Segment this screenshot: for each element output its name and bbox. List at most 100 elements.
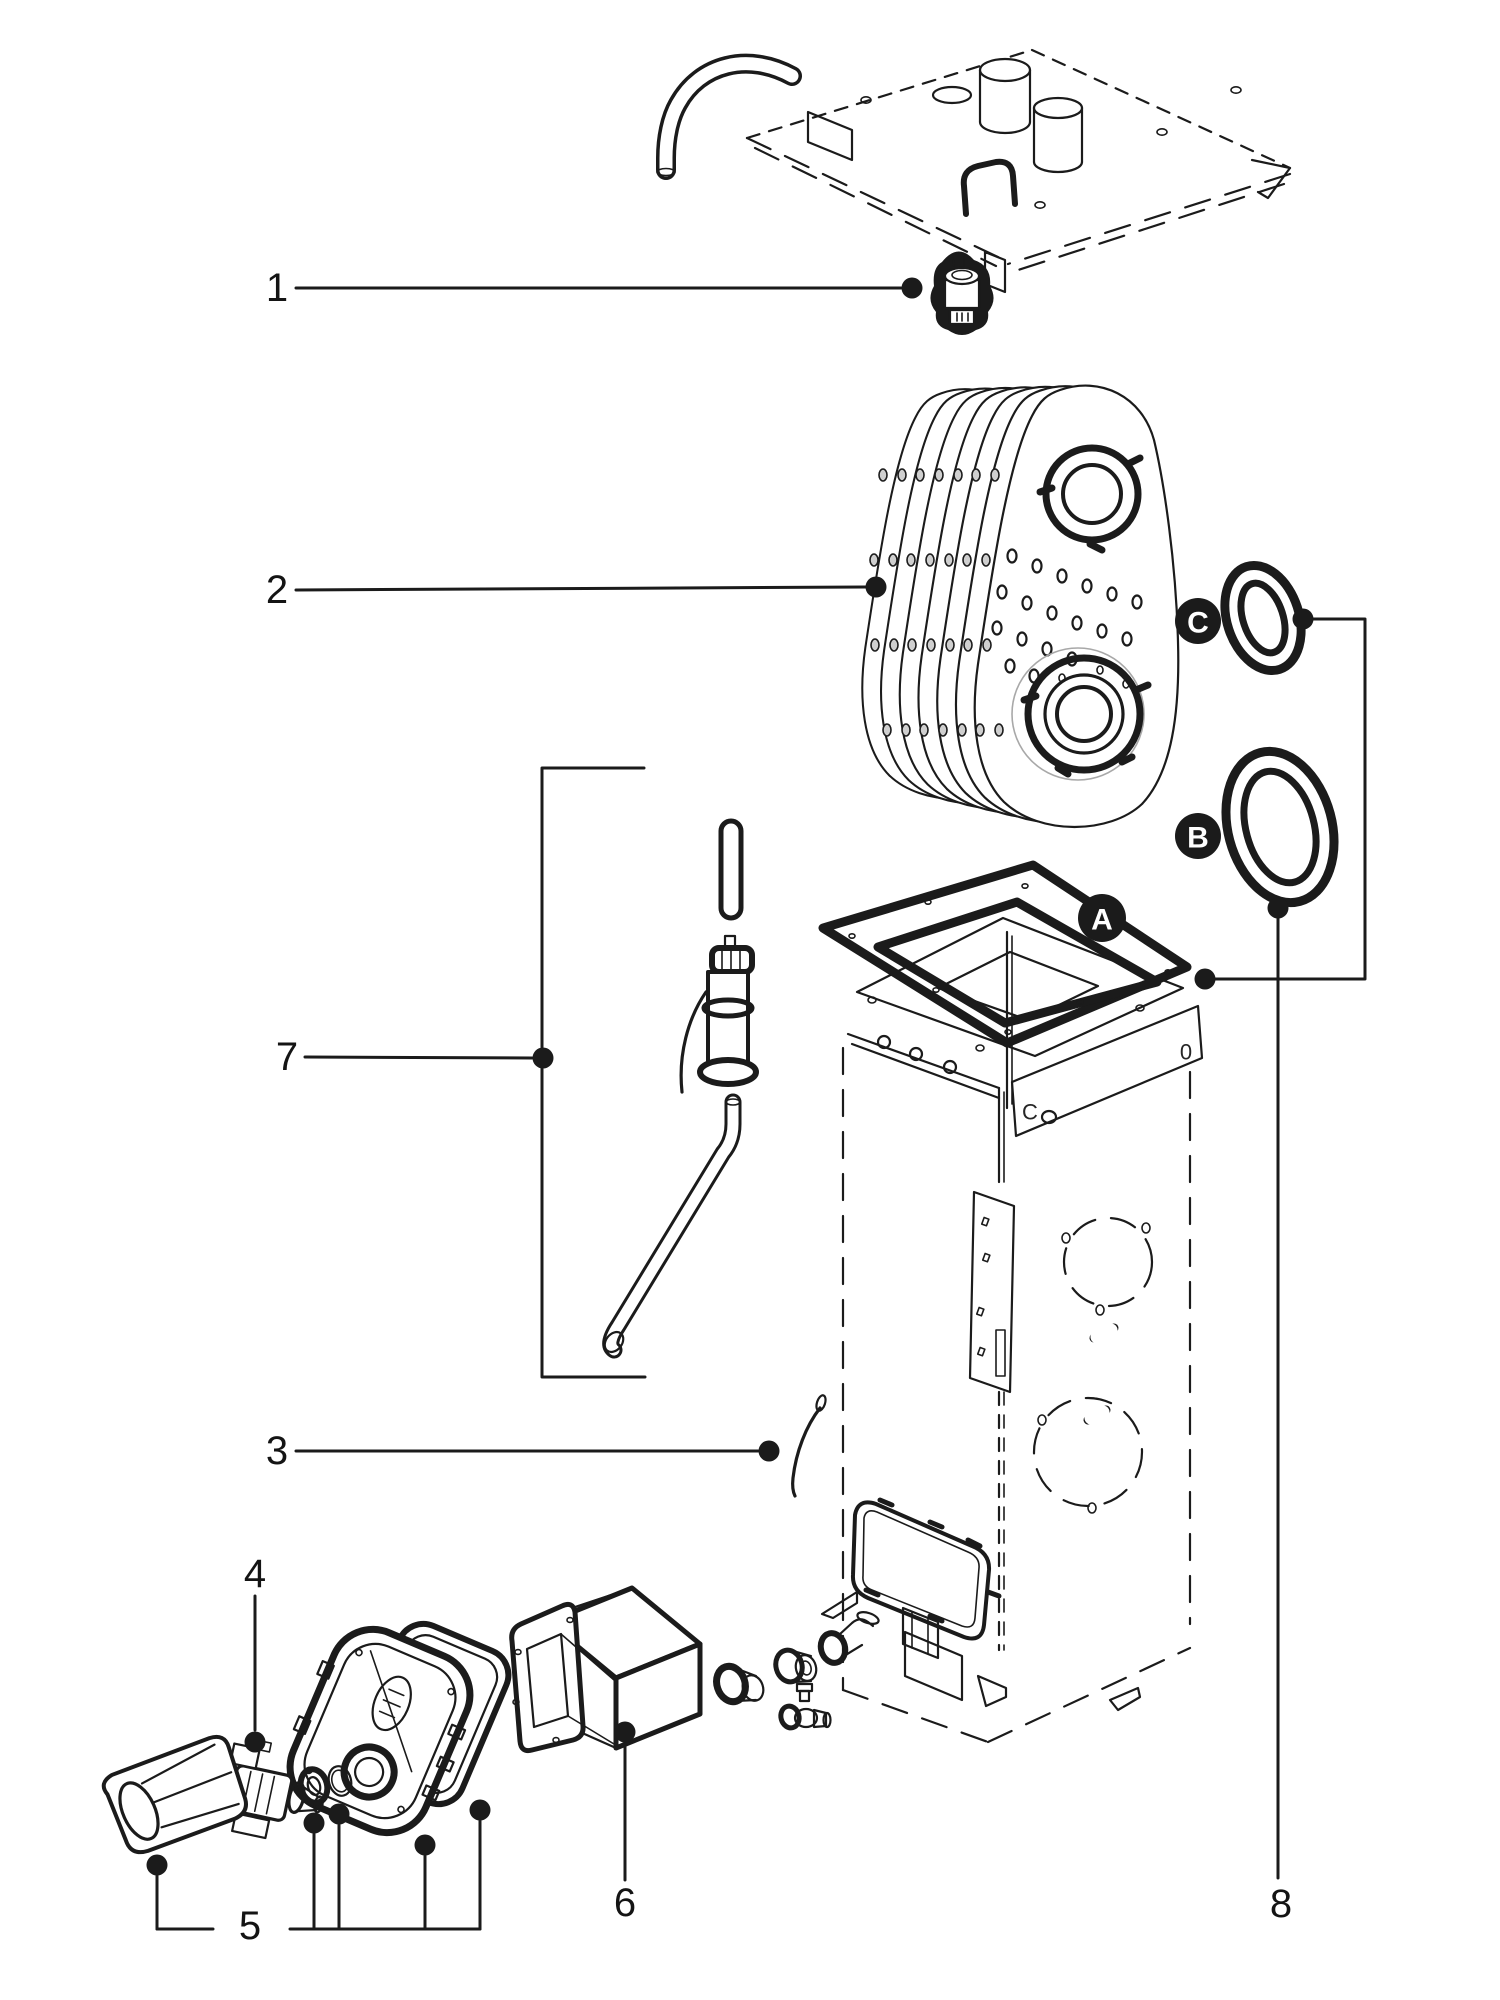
top-panel — [745, 48, 1292, 294]
frame-stud — [927, 1613, 945, 1624]
flue-elbow-pipe — [656, 53, 802, 180]
electrode-flange — [697, 1057, 759, 1087]
bent-pipe-end — [603, 1330, 625, 1354]
valve-bracket — [231, 1812, 271, 1840]
base-bracket — [820, 1590, 859, 1620]
plate-hole — [975, 1306, 985, 1317]
leader-dot — [901, 277, 923, 299]
stud-pin-hl — [1090, 1323, 1118, 1344]
base-foot — [976, 1674, 1008, 1708]
panel-edge — [1006, 172, 1292, 266]
callout-label-6: 6 — [614, 1881, 636, 1925]
leader-dot — [244, 1731, 266, 1753]
square-gasket-a — [818, 860, 1192, 1048]
flange-hole — [512, 1698, 520, 1706]
burner-frame — [850, 1500, 992, 1641]
cone-line — [151, 1771, 233, 1804]
screw — [1230, 86, 1242, 95]
valve-rib — [253, 1773, 264, 1813]
bent-pipe-inner — [605, 1096, 739, 1356]
bolt — [942, 1059, 958, 1075]
plate-hole — [976, 1346, 986, 1357]
small-ring-thin — [327, 1765, 353, 1797]
gasket-a-inner — [873, 897, 1162, 1028]
badge-b: B — [1175, 813, 1221, 859]
door-detail — [382, 1699, 401, 1708]
small-hole — [1061, 1232, 1071, 1244]
plate-hole — [980, 1216, 990, 1227]
plate-hole — [981, 1252, 991, 1263]
panel-oval-hole — [931, 85, 973, 105]
top-crossbar — [846, 1032, 1001, 1090]
callout-label-3: 3 — [266, 1429, 288, 1473]
box-interior-line — [567, 1715, 615, 1745]
pipe-stub-base — [978, 120, 1032, 135]
hx-rim-studs — [869, 468, 1004, 737]
sensor-cap-inner — [951, 269, 973, 281]
flange-hole — [566, 1616, 574, 1624]
fitting-valve — [778, 1682, 832, 1731]
hx-top-port — [1036, 444, 1144, 554]
elbow-inner — [659, 57, 799, 177]
electrode-assembly — [602, 818, 759, 1359]
box-flange — [509, 1602, 586, 1754]
leader-dot-a — [1194, 968, 1216, 990]
sensor-pin — [952, 257, 955, 269]
base-edge — [841, 1688, 990, 1744]
door-inner — [303, 1642, 457, 1820]
screw — [1156, 128, 1168, 137]
top-crossbar — [850, 1042, 1001, 1100]
flange-hole — [552, 1736, 560, 1744]
electrode-band — [701, 997, 755, 1019]
badge-c-circle — [1175, 598, 1221, 644]
valve-cap — [795, 1682, 814, 1693]
leader-dot — [532, 1047, 554, 1069]
bracket-7 — [540, 766, 647, 1379]
boiler-body: C 0 — [820, 1004, 1204, 1744]
plate-slot — [995, 1329, 1006, 1377]
bracket-mark-c: C — [1022, 1100, 1038, 1125]
pipe-fittings — [713, 1611, 880, 1731]
pipe-stub-top — [978, 57, 1032, 83]
leader-dot-c — [1292, 608, 1314, 630]
panel-edge — [1030, 48, 1292, 170]
gasket-hole — [924, 898, 932, 905]
badge-a-label: A — [1091, 904, 1113, 937]
door-tab — [435, 1755, 455, 1773]
badge-c-label: C — [1187, 607, 1209, 640]
callout-4: 4 — [244, 1552, 266, 1753]
callout-6: 6 — [614, 1721, 636, 1925]
valve-horn — [301, 1785, 321, 1799]
screw — [1034, 201, 1046, 210]
panel-handle — [960, 158, 1018, 217]
door-burner-boss — [340, 1743, 398, 1801]
callout-label-4: 4 — [244, 1552, 266, 1596]
small-hole — [1095, 1304, 1105, 1316]
oring-b — [1221, 746, 1339, 908]
valve-horn-end — [313, 1795, 324, 1814]
leader-line — [294, 585, 868, 592]
panel-corner-fold — [1250, 158, 1292, 200]
bracket-mark-0: 0 — [1180, 1040, 1192, 1065]
callout-1: 1 — [266, 266, 923, 310]
clip-wire — [791, 1394, 827, 1498]
door-hinge — [316, 1659, 335, 1680]
frame-stud — [965, 1537, 983, 1549]
box-edge — [578, 1730, 618, 1750]
leader-dot — [303, 1812, 325, 1834]
screw — [975, 1044, 985, 1052]
ring-outer — [297, 1766, 331, 1806]
callout-8: 8 — [1194, 608, 1314, 1926]
oring-c-inner — [1237, 579, 1289, 657]
callout-3: 3 — [266, 1429, 780, 1473]
stud-pin-hl — [1084, 1405, 1110, 1425]
electrode-body — [706, 970, 750, 1070]
fitting-nut — [773, 1647, 818, 1685]
screw — [867, 996, 877, 1004]
box-interior-line — [560, 1633, 615, 1681]
leader-dot — [469, 1799, 491, 1821]
oring-c-outer — [1220, 560, 1306, 676]
front-opening — [903, 1630, 964, 1702]
